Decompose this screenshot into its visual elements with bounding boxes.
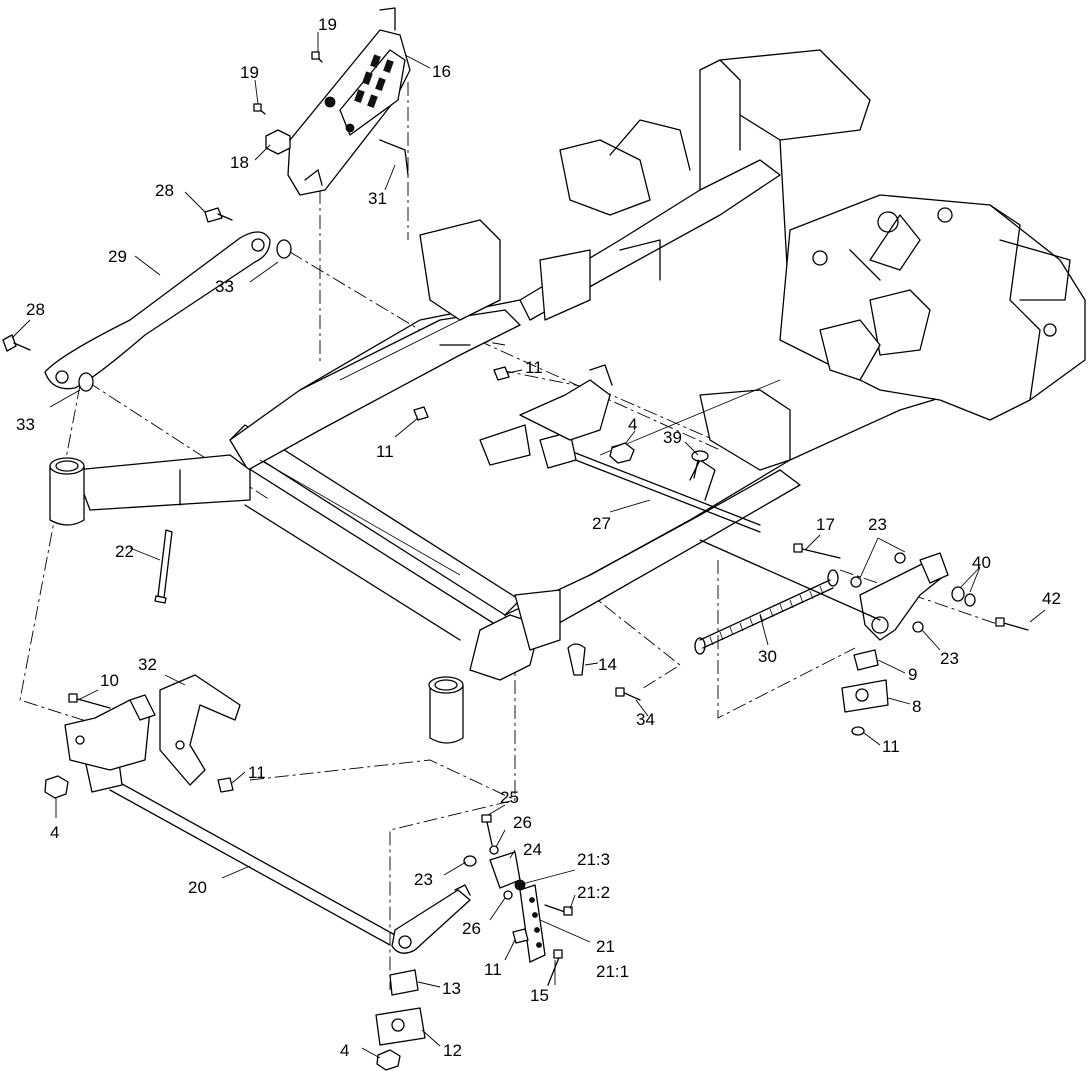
callout-18: 18: [230, 153, 249, 172]
bolt-15: [547, 949, 563, 986]
callout-14: 14: [598, 655, 617, 674]
rear-lift-shaft: [479, 364, 761, 533]
callout-21: 21: [596, 937, 615, 956]
callout-42: 42: [1042, 589, 1061, 608]
front-caster-tube: [428, 676, 464, 744]
callout-4: 4: [628, 415, 637, 434]
bushing-9: [853, 649, 879, 671]
callout-26: 26: [462, 919, 481, 938]
spring-30: [694, 569, 839, 655]
callout-10: 10: [100, 671, 119, 690]
callout-32: 32: [138, 655, 157, 674]
callout-23: 23: [940, 649, 959, 668]
bushing-13: [389, 969, 419, 996]
callout-11: 11: [525, 358, 543, 377]
nut-18: [265, 129, 291, 155]
callout-20: 20: [188, 878, 207, 897]
bolt-34: [615, 687, 641, 701]
callout-4: 4: [340, 1041, 349, 1060]
leader-lines: [11, 32, 1046, 1059]
callout-28: 28: [26, 300, 45, 319]
callout-9: 9: [908, 665, 917, 684]
callout-11: 11: [376, 442, 394, 461]
callout-17: 17: [816, 515, 835, 534]
nut-11-left: [217, 777, 234, 793]
bolt-10: [68, 693, 111, 709]
left-lift-arm-plate: [64, 694, 156, 771]
bolt-19-pair: [253, 51, 323, 115]
mount-block-8: [841, 679, 889, 713]
callout-19: 19: [318, 15, 337, 34]
callout-31: 31: [368, 189, 387, 208]
callout-13: 13: [442, 979, 461, 998]
nut-4-mid: [609, 442, 635, 464]
callout-24: 24: [523, 840, 542, 859]
height-of-cut-plate: [287, 7, 411, 196]
height-link-21: [519, 884, 546, 963]
callout-30: 30: [758, 647, 777, 666]
small-parts-26-23: [463, 845, 526, 900]
chassis-frame: [74, 49, 1086, 681]
callout-11: 11: [882, 737, 900, 756]
bracket-32: [159, 674, 241, 786]
pin-22: [154, 529, 173, 604]
callout-23: 23: [414, 870, 433, 889]
callout-23: 23: [868, 515, 887, 534]
callout-labels: 19 16 19 18 31 28 29 33 28 33 11 11 4 39…: [16, 15, 1061, 1060]
bolt-21-2: [544, 904, 573, 916]
washer-40-group: [951, 586, 1029, 631]
callout-12: 12: [443, 1041, 462, 1060]
callout-21-1: 21:1: [596, 962, 629, 981]
front-lift-shaft-20: [84, 754, 471, 954]
callout-22: 22: [115, 542, 134, 561]
callout-33: 33: [215, 277, 234, 296]
callout-4: 4: [50, 823, 59, 842]
callout-40: 40: [972, 553, 991, 572]
callout-21-2: 21:2: [577, 883, 610, 902]
lift-link-arm: [2, 207, 292, 392]
callout-25: 25: [500, 788, 519, 807]
right-lift-arm: [699, 539, 949, 641]
callout-27: 27: [592, 514, 611, 533]
callout-16: 16: [432, 62, 451, 81]
nut-4-left: [44, 775, 69, 799]
nut-4-bottom: [376, 1049, 401, 1071]
bolt-17: [793, 543, 841, 559]
callout-15: 15: [530, 986, 549, 1005]
callout-19: 19: [240, 63, 259, 82]
callout-26: 26: [513, 813, 532, 832]
bolt-25: [481, 814, 493, 846]
callout-39: 39: [663, 428, 682, 447]
callout-29: 29: [108, 247, 127, 266]
callout-28: 28: [155, 181, 174, 200]
nut-23-group: [850, 552, 924, 633]
washer-11: [851, 726, 865, 736]
callout-21-3: 21:3: [577, 850, 610, 869]
nut-11-mid: [512, 928, 529, 944]
callout-11: 11: [484, 960, 502, 979]
callout-11: 11: [248, 763, 266, 782]
left-caster-tube: [49, 457, 85, 526]
callout-33: 33: [16, 415, 35, 434]
callout-34: 34: [636, 710, 655, 729]
callout-8: 8: [912, 697, 921, 716]
mount-block-12: [375, 1007, 426, 1046]
pin-14: [567, 643, 586, 676]
